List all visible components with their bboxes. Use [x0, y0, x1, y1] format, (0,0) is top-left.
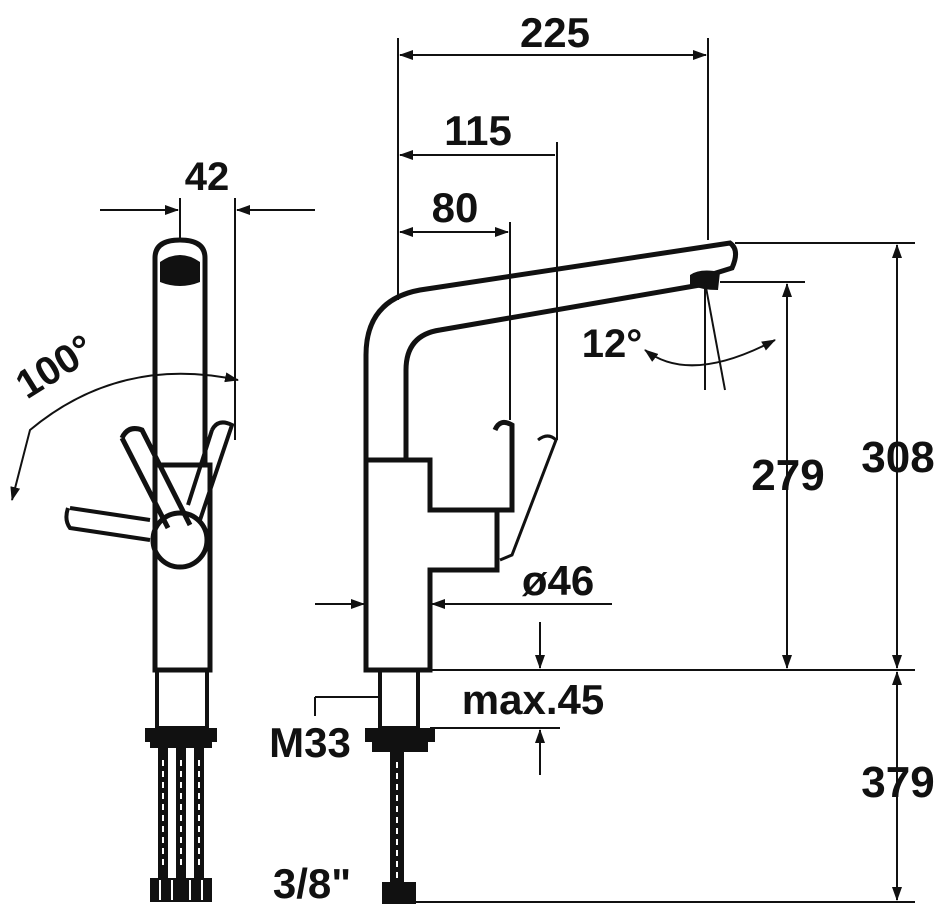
dim-379-label: 379 — [861, 758, 934, 807]
lever-handle — [64, 420, 235, 570]
connection-size-label: 3/8" — [273, 860, 351, 907]
dim-279-label: 279 — [751, 451, 824, 500]
angle-100-label: 100° — [8, 326, 101, 407]
angle-12-label: 12° — [582, 322, 643, 366]
dim-80-label: 80 — [432, 184, 479, 231]
side-view: 225 115 80 12° 279 308 379 ø46 max — [269, 9, 935, 907]
dim-308-label: 308 — [861, 433, 934, 482]
thread-m33-label: M33 — [269, 719, 351, 766]
dim-115-label: 115 — [444, 107, 512, 154]
dim-42-label: 42 — [185, 155, 230, 199]
supply-hoses — [150, 748, 212, 902]
dim-diameter-label: ø46 — [522, 557, 594, 604]
front-view: 42 100° — [8, 155, 315, 902]
dim-225-label: 225 — [520, 9, 590, 56]
dim-max45-label: max.45 — [462, 676, 604, 723]
